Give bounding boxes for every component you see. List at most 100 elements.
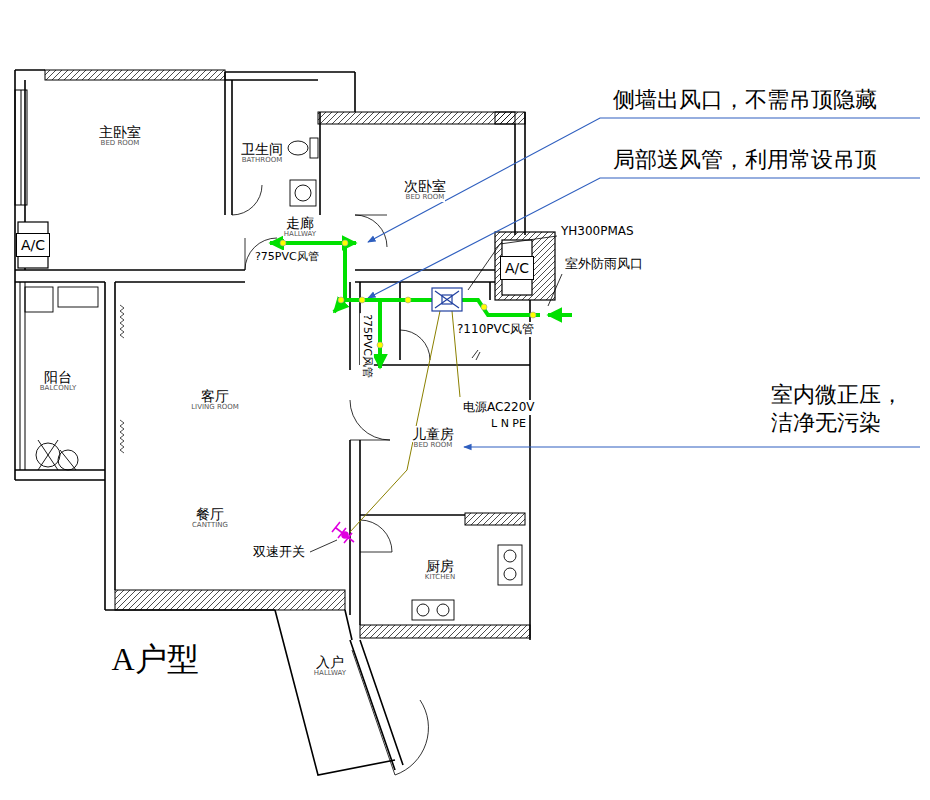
window	[15, 90, 27, 205]
room-label: 儿童房BED ROOM	[411, 426, 455, 450]
leader-line	[368, 118, 920, 242]
hatched-wall	[115, 590, 345, 610]
ac-enclosure	[18, 222, 555, 300]
wall-line	[350, 515, 360, 625]
curtain-mark	[120, 305, 124, 453]
wall-line	[15, 70, 25, 480]
door-swing	[232, 185, 430, 775]
ac-unit-box: A/C	[16, 233, 50, 257]
part-name: 双速开关	[252, 544, 306, 560]
hatched-wall	[360, 625, 530, 638]
room-name: 餐厅	[195, 506, 225, 522]
plan-title: A户型	[111, 638, 198, 682]
room-name-english: LIVING ROOM	[190, 404, 240, 412]
door-swing	[360, 520, 392, 552]
room-label: 入户HALLWAY	[313, 654, 347, 678]
room-name-english: BED ROOM	[405, 194, 446, 202]
room-label: 阳台BALCONLY	[39, 369, 77, 393]
ventilation-unit	[432, 288, 462, 311]
door-swing	[352, 650, 428, 775]
room-name: 卫生间	[240, 141, 284, 157]
leader-line	[368, 178, 920, 298]
fixture	[504, 568, 516, 580]
ac-enclosure	[495, 232, 555, 300]
room-name-english: BED ROOM	[100, 140, 141, 148]
curtain-mark	[120, 305, 124, 338]
callout-note: 室内微正压， 洁净无污染	[770, 381, 912, 436]
pointer-line	[310, 540, 337, 552]
room-name: 主卧室	[98, 124, 142, 140]
air-duct	[270, 241, 356, 245]
air-duct	[378, 300, 382, 368]
room-label: 主卧室BED ROOM	[98, 124, 142, 148]
room-name: 入户	[315, 654, 345, 670]
pointer-line	[548, 274, 562, 306]
power-spec: 电源AC220V	[462, 400, 536, 415]
fixture	[38, 440, 76, 470]
room-name: 次卧室	[403, 178, 447, 194]
model-number: YH300PMAS	[560, 224, 635, 239]
duct-joint	[338, 297, 344, 303]
wire	[350, 311, 460, 532]
wall-line	[105, 282, 115, 610]
wall-line	[515, 112, 525, 235]
window	[20, 282, 25, 470]
wall-line	[350, 640, 403, 770]
room-label: 客厅LIVING ROOM	[190, 388, 240, 412]
fixture	[310, 138, 318, 158]
wall-line	[360, 300, 530, 640]
air-duct	[548, 313, 572, 317]
air-duct	[334, 300, 432, 312]
room-name-english: HALLWAY	[313, 670, 347, 678]
duct-joint	[530, 312, 536, 318]
room-name-english: BATHROOM	[241, 157, 284, 165]
duct-joint	[405, 297, 411, 303]
curtain-mark	[120, 420, 124, 453]
pointer-line	[472, 350, 480, 360]
duct-joint	[481, 304, 487, 310]
ventilation-unit	[442, 295, 452, 304]
room-name-english: HALLWAY	[283, 231, 317, 239]
room-name-english: BALCONLY	[39, 385, 77, 393]
hatched-wall	[495, 112, 525, 124]
two-speed-switch	[332, 522, 354, 543]
wall-line	[350, 282, 360, 515]
wall-line	[225, 72, 232, 215]
door-swing	[400, 330, 430, 360]
fixture	[498, 545, 522, 585]
wall-line	[400, 282, 490, 360]
wall-line	[355, 270, 495, 282]
pin-names: L N PE	[490, 417, 527, 431]
hatched-wall	[318, 112, 515, 124]
part-name: 室外防雨风口	[564, 256, 644, 272]
duct-joint	[377, 342, 383, 348]
wall-line	[275, 610, 395, 775]
two-speed-switch	[342, 532, 348, 538]
room-label: 餐厅CANTTING	[191, 506, 229, 530]
air-duct	[462, 300, 540, 315]
callout-note: 侧墙出风口，不需吊顶隐藏	[612, 86, 878, 114]
hatched-wall	[45, 70, 530, 638]
leader-line	[464, 446, 920, 447]
callout-note: 局部送风管，利用常设吊顶	[612, 146, 878, 174]
fixture	[25, 138, 522, 620]
room-label: 走廊HALLWAY	[283, 215, 317, 239]
ac-enclosure	[18, 222, 48, 268]
room-name: A/C	[504, 260, 530, 276]
wire	[350, 311, 440, 532]
fixture	[504, 550, 516, 562]
room-name: 儿童房	[411, 426, 455, 442]
duct-spec: ?110PVC风管	[456, 322, 535, 337]
hatched-wall	[465, 513, 525, 525]
room-name: 厨房	[425, 558, 455, 574]
room-name-english: BED ROOM	[413, 442, 454, 450]
door-swing	[232, 185, 262, 215]
duct-joint	[280, 240, 286, 246]
wall-line	[320, 72, 355, 215]
room-label: 次卧室BED ROOM	[403, 178, 447, 202]
fixture	[295, 185, 311, 201]
fixture	[25, 287, 53, 312]
hatched-wall	[45, 70, 225, 80]
duct-joint	[342, 240, 348, 246]
fixture	[417, 604, 429, 616]
